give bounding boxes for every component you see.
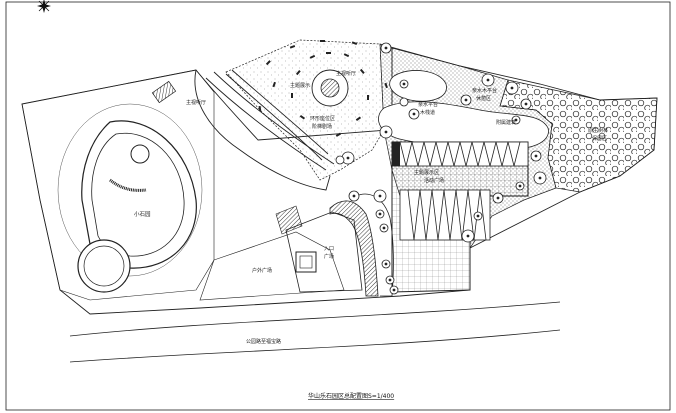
small-plaza-label: 小石园 [134, 210, 151, 218]
seating-plaza-label: 环形座位区 [310, 115, 335, 122]
plan-labels: 主视听厅 主题展示 环形座位区 阶梯剧场 主视听厅 亲水平台 木栈道 亲水木平台… [186, 70, 608, 400]
area-north-label: 主题展示 [290, 82, 310, 89]
winding-plaza-inner [389, 70, 447, 102]
curved-annex [151, 69, 335, 191]
corner-deck-label-2: 休憩区 [476, 95, 491, 102]
annex-label: 附属建筑 [496, 119, 516, 126]
seating-plaza-label-2: 阶梯剧场 [312, 123, 332, 130]
road [69, 301, 561, 363]
drawing-frame [5, 1, 671, 411]
grove-label-2: 保留区 [592, 135, 607, 142]
event-hall-label-2: 活动广场 [424, 177, 444, 184]
north-arrow-icon [37, 0, 51, 13]
stair-band [329, 193, 394, 297]
lookout-label: 主视听厅 [336, 70, 356, 77]
event-hall-label: 主题展示区 [414, 169, 439, 176]
corner-deck-label: 亲水木平台 [472, 87, 497, 94]
lawn-area [225, 39, 385, 181]
tree-symbols [335, 42, 547, 295]
central-lookout [258, 40, 388, 137]
winding-plaza [378, 101, 549, 150]
entry-court-label: 入口 [324, 246, 334, 252]
outdoor-yard-label: 户外广场 [252, 267, 272, 274]
event-hall: 主题展示区 活动广场 [391, 141, 529, 293]
small-stone-garden: 小石园 [21, 69, 215, 301]
entry-court: 入口 广场 [275, 205, 363, 293]
entry-court-label-2: 广场 [324, 253, 334, 260]
stage-label: 主视听厅 [186, 99, 206, 106]
road-label: 公园路至福宝路 [246, 338, 281, 345]
outdoor-yard: 户外广场 [199, 231, 345, 301]
drawing-title: 华山乐石园区总配置图S=1/400 [308, 392, 394, 400]
pond-platform-label-2: 木栈道 [420, 109, 435, 116]
grove-label: 原生树林 [588, 127, 608, 134]
pond-platform-label: 亲水平台 [418, 101, 438, 108]
